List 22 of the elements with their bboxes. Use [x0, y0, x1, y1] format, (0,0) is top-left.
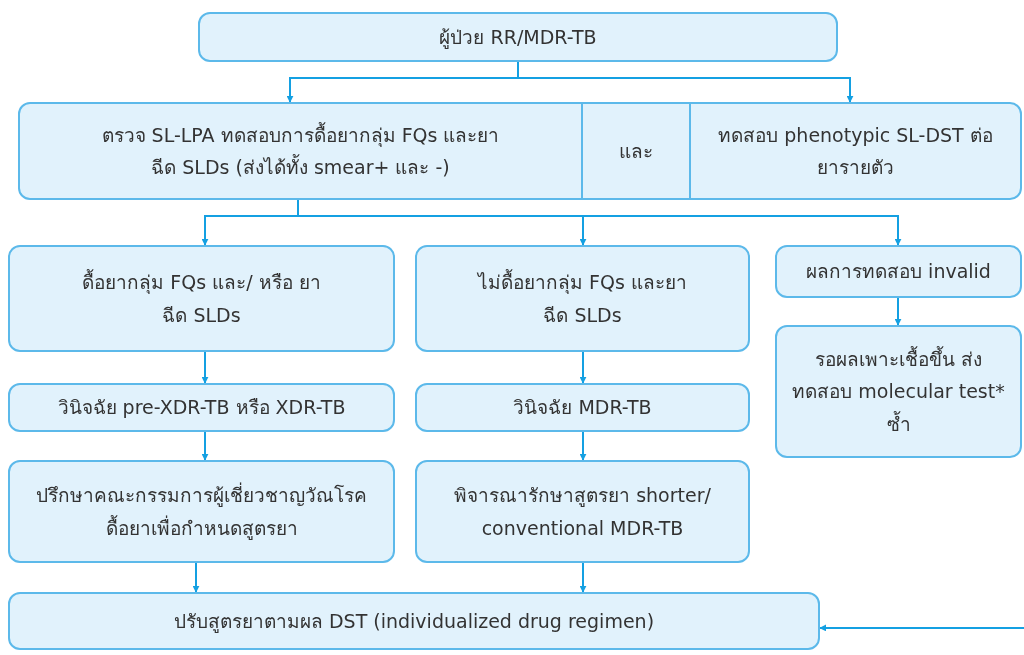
- process-box: ผู้ป่วย RR/MDR-TB: [198, 12, 838, 62]
- process-box: ดื้อยากลุ่ม FQs และ/ หรือ ยาฉีด SLDs: [8, 245, 395, 352]
- arrow: [201, 431, 209, 461]
- process-box: ทดสอบ phenotypic SL-DST ต่อยารายตัว: [689, 102, 1022, 200]
- arrow: [894, 297, 902, 326]
- process-box: ปรึกษาคณะกรรมการผู้เชี่ยวชาญวัณโรคดื้อยาเพื่อกำหนดสูตรยา: [8, 460, 395, 563]
- arrow: [579, 351, 587, 384]
- process-box: ผลการทดสอบ invalid: [775, 245, 1022, 298]
- process-box: ตรวจ SL-LPA ทดสอบการดื้อยากลุ่ม FQs และยาฉีด SLDs (ส่งได้ทั้ง smear+ และ -): [18, 102, 583, 200]
- arrow: [192, 562, 200, 593]
- arrow: [517, 61, 854, 103]
- process-box: และ: [581, 102, 691, 200]
- process-box: วินิจฉัย MDR-TB: [415, 383, 750, 432]
- arrow: [579, 431, 587, 461]
- process-box: พิจารณารักษาสูตรยา shorter/ conventional MDR-TB: [415, 460, 750, 563]
- process-box: ปรับสูตรยาตามผล DST (individualized drug regimen): [8, 592, 820, 650]
- process-box: ไม่ดื้อยากลุ่ม FQs และยาฉีด SLDs: [415, 245, 750, 352]
- process-box: วินิจฉัย pre-XDR-TB หรือ XDR-TB: [8, 383, 395, 432]
- arrow: [201, 351, 209, 384]
- arrow: [579, 562, 587, 593]
- process-box: รอผลเพาะเชื้อขึ้น ส่งทดสอบ molecular test* ซ้ำ: [775, 325, 1022, 458]
- arrow: [819, 624, 1024, 632]
